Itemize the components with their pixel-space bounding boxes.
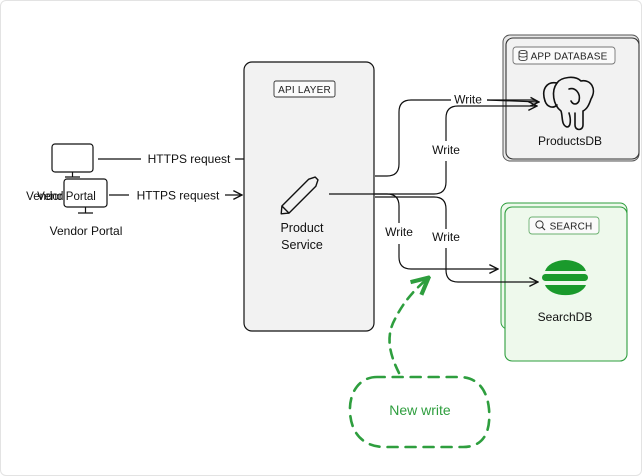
productsdb-label: ProductsDB	[538, 134, 602, 148]
searchdb-label: SearchDB	[538, 310, 593, 324]
new-write-bubble[interactable]	[348, 375, 491, 449]
api-layer-badge-text: API LAYER	[278, 85, 331, 96]
vendor-portal-caption: Vendor Portal	[50, 224, 123, 238]
write-label-left: Write	[385, 225, 413, 239]
https-request-label-b: HTTPS request	[137, 189, 220, 203]
vendor-portal-b-label: Vendor Portal	[26, 191, 96, 203]
write-edge-mid[interactable]	[375, 106, 537, 195]
database-icon	[518, 49, 528, 62]
write-label-top: Write	[454, 93, 482, 107]
search-badge: SEARCH	[528, 216, 600, 235]
app-database-badge: APP DATABASE	[512, 46, 616, 65]
product-service-label-line1: Product	[280, 221, 324, 235]
search-icon	[535, 220, 546, 231]
elasticsearch-icon	[542, 260, 588, 296]
search-badge-text: SEARCH	[550, 222, 593, 233]
monitor-icon	[63, 178, 108, 214]
api-layer-badge: API LAYER	[273, 80, 336, 98]
write-label-mid: Write	[432, 143, 460, 157]
new-write-arrow	[388, 279, 427, 375]
write-edge-right[interactable]	[375, 196, 538, 282]
write-label-right: Write	[432, 230, 460, 244]
app-database-badge-text: APP DATABASE	[531, 52, 608, 63]
new-write-label: New write	[389, 402, 451, 418]
api-layer-box[interactable]	[243, 61, 375, 332]
app-database-box[interactable]	[502, 34, 640, 162]
https-request-label-a: HTTPS request	[148, 152, 231, 166]
pencil-icon	[280, 176, 319, 215]
product-service-label-line2: Service	[281, 238, 323, 252]
monitor-icon	[51, 143, 94, 178]
